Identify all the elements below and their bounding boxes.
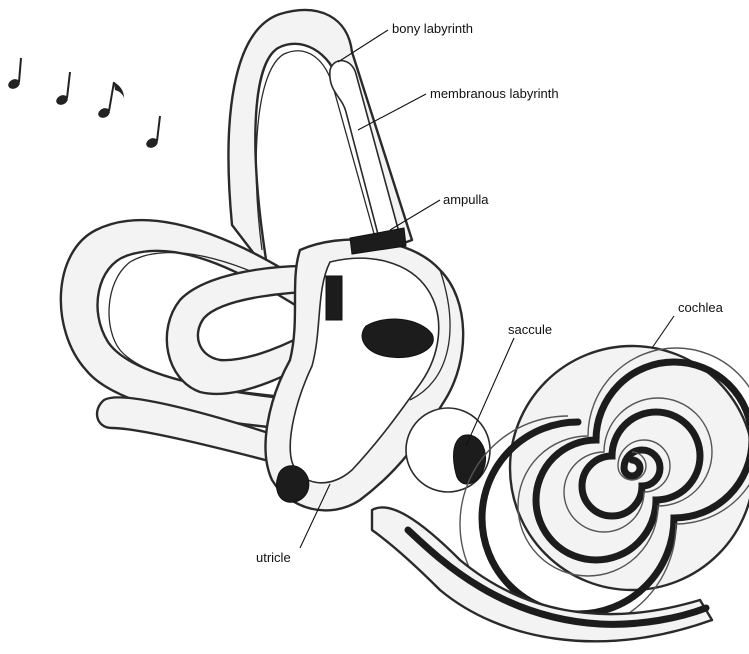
label-membranous-labyrinth: membranous labyrinth xyxy=(358,86,559,130)
bony-labyrinth-label: bony labyrinth xyxy=(392,21,473,36)
ampulla-label: ampulla xyxy=(443,192,489,207)
quarter-note-icon xyxy=(7,58,22,91)
quarter-note-icon xyxy=(55,72,70,107)
label-bony-labyrinth: bony labyrinth xyxy=(338,21,473,62)
label-cochlea: cochlea xyxy=(652,300,724,348)
utricular-macula xyxy=(276,466,308,503)
membranous-labyrinth-duct xyxy=(330,61,400,242)
music-notes xyxy=(7,58,160,150)
quarter-note-icon xyxy=(145,116,160,150)
cochlea-label: cochlea xyxy=(678,300,724,315)
membranous-labyrinth-label: membranous labyrinth xyxy=(430,86,559,101)
ampulla-crista-lateral xyxy=(326,276,342,320)
saccule-label: saccule xyxy=(508,322,552,337)
eighth-note-icon xyxy=(97,82,124,120)
utricle-label: utricle xyxy=(256,550,291,565)
